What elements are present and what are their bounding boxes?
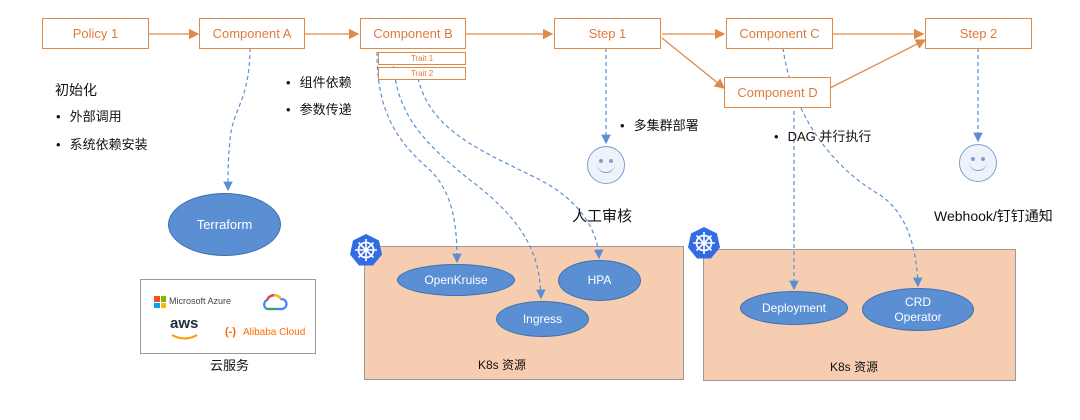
arrow-componentD-to-step2	[829, 39, 927, 89]
dash-trait-to-hpa	[417, 77, 604, 260]
webhook-label: Webhook/钉钉通知	[934, 208, 1053, 224]
aws-logo-text: aws	[170, 315, 199, 332]
dash-componentA-to-terraform	[223, 47, 251, 192]
cloud-services-card: Microsoft Azure aws (-) Alibaba Cloud	[140, 279, 316, 354]
terraform-node: Terraform	[168, 193, 281, 256]
parameter-passing-note: 参数传递	[286, 99, 352, 118]
dash-componentB-to-ingress	[392, 51, 546, 300]
init-title: 初始化	[55, 82, 97, 98]
google-cloud-icon	[263, 293, 288, 311]
component-d-box: Component D	[724, 77, 831, 108]
step-1-box: Step 1	[554, 18, 661, 49]
ingress-node: Ingress	[496, 301, 589, 337]
microsoft-icon	[154, 296, 166, 308]
manual-review-label: 人工审核	[572, 208, 633, 225]
component-dependency-note: 组件依赖	[286, 72, 352, 91]
hpa-node: HPA	[558, 260, 641, 301]
crd-operator-node: CRD Operator	[862, 288, 974, 331]
alibaba-cloud-icon: (-)	[225, 326, 236, 338]
k8s-resources-label-left: K8s 资源	[478, 358, 527, 372]
init-item-external-call: 外部调用	[56, 106, 122, 125]
cloud-services-label: 云服务	[210, 358, 250, 373]
dash-componentB-to-openkruise	[376, 51, 462, 264]
component-a-box: Component A	[199, 18, 305, 49]
aws-smile-icon	[171, 334, 198, 340]
microsoft-azure-logo-text: Microsoft Azure	[169, 296, 232, 306]
multi-cluster-note: 多集群部署	[620, 115, 699, 134]
init-item-dependency-install: 系统依赖安装	[56, 134, 148, 153]
dag-parallel-note: DAG 并行执行	[774, 126, 872, 145]
kubernetes-icon	[350, 234, 382, 266]
smiley-face-icon	[587, 146, 625, 184]
policy-1-box: Policy 1	[42, 18, 149, 49]
openkruise-node: OpenKruise	[397, 264, 515, 296]
kubernetes-icon	[688, 227, 720, 259]
trait-1-box: Trait 1	[378, 52, 466, 65]
arrow-step1-to-componentD	[661, 37, 726, 89]
component-c-box: Component C	[726, 18, 833, 49]
alibaba-cloud-logo-text: Alibaba Cloud	[243, 327, 306, 338]
k8s-resources-label-right: K8s 资源	[830, 360, 879, 374]
deployment-node: Deployment	[740, 291, 848, 325]
smiley-face-icon	[959, 144, 997, 182]
step-2-box: Step 2	[925, 18, 1032, 49]
trait-2-box: Trait 2	[378, 67, 466, 80]
component-b-box: Component B	[360, 18, 466, 49]
